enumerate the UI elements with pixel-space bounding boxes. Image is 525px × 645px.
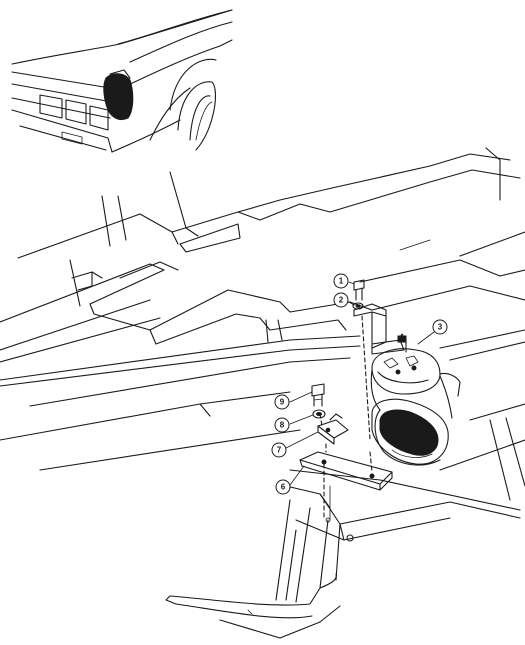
callout-6-label: 6 xyxy=(281,483,286,492)
car-front-inset xyxy=(11,9,233,153)
callout-1-label: 1 xyxy=(339,277,344,286)
mounting-plate xyxy=(299,451,393,521)
chassis-structure xyxy=(0,147,525,639)
callout-7-label: 7 xyxy=(277,446,282,455)
nut-8 xyxy=(312,409,326,419)
callout-3-label: 3 xyxy=(438,323,443,332)
callout-3: 3 xyxy=(432,319,448,335)
callout-2: 2 xyxy=(333,292,349,308)
callout-8: 8 xyxy=(274,417,290,433)
horn-bracket xyxy=(353,303,405,473)
callout-8-label: 8 xyxy=(280,421,285,430)
leader-lines xyxy=(285,281,435,486)
callout-1: 1 xyxy=(333,273,349,289)
clip-bracket xyxy=(317,413,349,453)
callout-9-label: 9 xyxy=(280,398,285,407)
screw-9 xyxy=(311,383,325,407)
horn-assembly xyxy=(370,333,461,466)
washer-2 xyxy=(352,302,364,310)
callout-7: 7 xyxy=(271,442,287,458)
callout-2-label: 2 xyxy=(339,296,344,305)
callout-9: 9 xyxy=(274,394,290,410)
bolt-1 xyxy=(353,279,365,301)
callout-6: 6 xyxy=(275,479,291,495)
